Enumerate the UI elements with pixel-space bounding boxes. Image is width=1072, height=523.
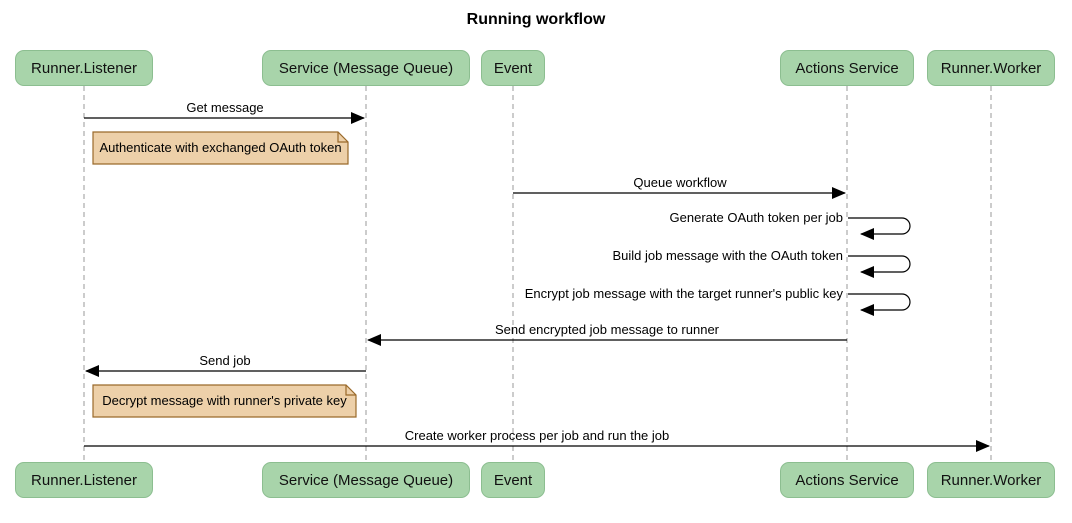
self-loop-encrypt-job-message [848,293,911,316]
participant-event-top: Event [481,50,545,86]
participant-service-message-queue-bottom: Service (Message Queue) [262,462,470,498]
note-shape-decrypt [92,384,357,418]
participant-actions-service-bottom: Actions Service [780,462,914,498]
self-loop-build-job-message [848,255,911,278]
participant-runner-listener-bottom: Runner.Listener [15,462,153,498]
participant-runner-worker-top: Runner.Worker [927,50,1055,86]
message-arrows [84,112,990,452]
message-label-get-message: Get message [186,100,264,115]
participant-actions-service-top: Actions Service [780,50,914,86]
participant-runner-listener-top: Runner.Listener [15,50,153,86]
message-label-build-job-message: Build job message with the OAuth token [612,248,843,263]
self-loop-generate-oauth-token [848,217,911,240]
note-fold-authenticate [337,132,348,143]
participant-event-bottom: Event [481,462,545,498]
participant-runner-worker-bottom: Runner.Worker [927,462,1055,498]
message-label-generate-oauth-token: Generate OAuth token per job [669,210,843,225]
note-shapes [92,131,357,418]
self-loops [848,217,911,316]
message-label-encrypt-job-message: Encrypt job message with the target runn… [524,286,843,301]
note-fold-decrypt [345,385,356,396]
note-shape-authenticate [92,131,349,165]
participant-service-message-queue-top: Service (Message Queue) [262,50,470,86]
diagram-title: Running workflow [466,11,606,28]
message-label-queue-workflow: Queue workflow [633,175,727,190]
message-label-send-job: Send job [199,353,251,368]
note-authenticate-oauth-token: Authenticate with exchanged OAuth token [99,140,342,155]
message-label-create-worker-process: Create worker process per job and run th… [404,428,670,443]
message-label-send-encrypted-job-message: Send encrypted job message to runner [494,322,720,337]
note-decrypt-private-key: Decrypt message with runner's private ke… [102,393,347,408]
